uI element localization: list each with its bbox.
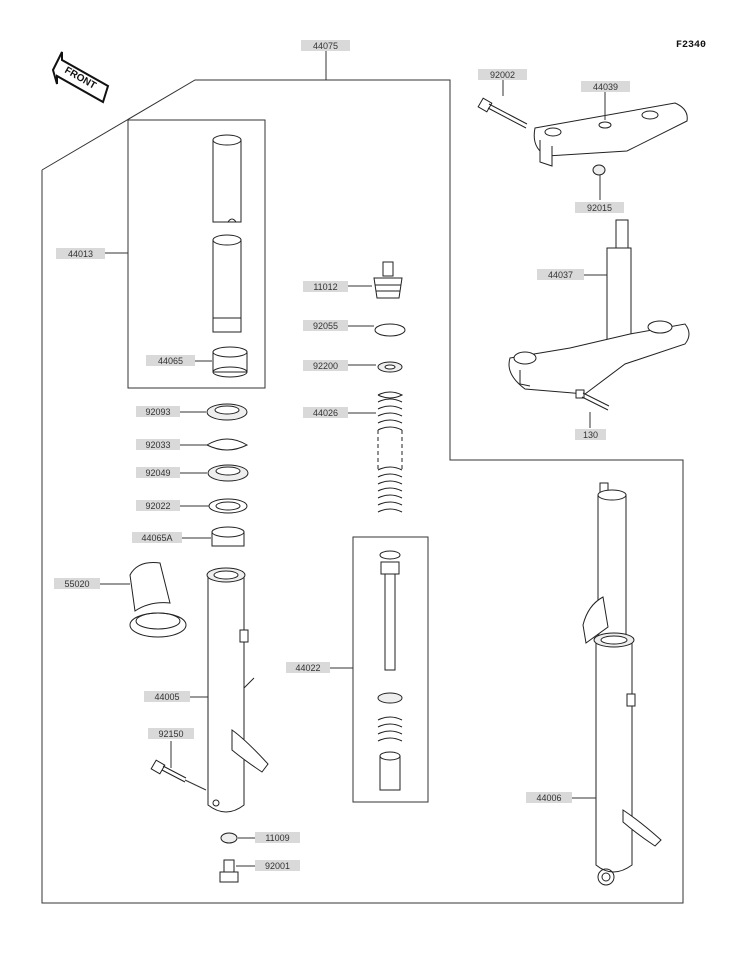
fork-inner-tube-drawing [212,134,242,333]
part-label-92200: 92200 [303,360,348,371]
part-label-44037: 44037 [537,269,584,280]
leader-lines [100,50,607,867]
svg-text:44065: 44065 [158,356,183,366]
part-label-130: 130 [575,429,606,440]
svg-text:44039: 44039 [593,82,618,92]
part-label-44026: 44026 [303,407,348,418]
right-fork-assembly-drawing [582,482,662,886]
svg-text:92093: 92093 [145,407,170,417]
svg-text:11009: 11009 [265,833,289,843]
part-label-44065: 44065 [146,355,195,366]
nut-92015-drawing [592,164,606,176]
bolt-92001-drawing [219,859,239,883]
part-label-44006: 44006 [526,792,572,803]
svg-text:44065A: 44065A [141,533,172,543]
part-label-44075: 44075 [301,40,350,51]
part-label-92033: 92033 [136,439,180,450]
svg-text:92150: 92150 [158,729,183,739]
svg-text:92001: 92001 [265,861,290,871]
part-label-92015: 92015 [575,202,624,213]
part-label-44005: 44005 [144,691,190,702]
part-label-44039: 44039 [581,81,630,92]
svg-text:44026: 44026 [313,408,338,418]
part-label-44022: 44022 [286,662,330,673]
damper-rod-drawing [377,550,403,791]
washer-11009-drawing [220,832,238,844]
o-ring-drawing [374,323,406,337]
part-label-92093: 92093 [136,406,180,417]
fork-spring-drawing [377,391,404,513]
svg-text:92033: 92033 [145,440,170,450]
bolt-92150-drawing [150,759,187,783]
svg-text:44022: 44022 [295,663,320,673]
seal-stack-drawing [206,403,249,547]
svg-text:92015: 92015 [587,203,612,213]
assembly-outline [41,79,684,904]
svg-text:92002: 92002 [490,70,515,80]
diagram-code: F2340 [676,40,706,51]
part-label-92055: 92055 [303,320,348,331]
part-label-44065A: 44065A [132,532,182,543]
part-label-92022: 92022 [136,500,180,511]
part-labels: 44075 92002 44039 92015 44013 44065 1101… [54,40,630,871]
svg-text:11012: 11012 [313,282,337,292]
part-label-11012: 11012 [303,281,348,292]
svg-text:92055: 92055 [313,321,338,331]
bolt-130-drawing [575,389,610,411]
upper-bracket-drawing [533,102,688,167]
steering-stem-drawing [508,219,690,395]
svg-text:44006: 44006 [536,793,561,803]
washer-92200-drawing [377,361,403,373]
bushing-drawing [212,346,248,378]
fork-guard-drawing [129,562,187,638]
inner-box-44022 [352,536,429,803]
svg-text:92200: 92200 [313,361,338,371]
svg-text:44005: 44005 [154,692,179,702]
part-label-92049: 92049 [136,467,180,478]
svg-text:44013: 44013 [68,249,93,259]
part-label-44013: 44013 [56,248,105,259]
svg-text:130: 130 [583,430,598,440]
svg-text:55020: 55020 [64,579,89,589]
part-label-11009: 11009 [255,832,300,843]
part-label-92001: 92001 [255,860,300,871]
front-arrow-icon: FRONT [51,51,110,104]
inner-box-44013 [127,119,266,389]
svg-text:92022: 92022 [145,501,170,511]
svg-text:44037: 44037 [548,270,573,280]
svg-text:92049: 92049 [145,468,170,478]
left-outer-tube-drawing [206,567,269,813]
bolt-92002-drawing [477,97,528,129]
svg-text:44075: 44075 [313,41,338,51]
part-label-92002: 92002 [478,69,527,80]
cap-bolt-drawing [373,261,403,299]
part-label-92150: 92150 [148,728,194,739]
part-label-55020: 55020 [54,578,100,589]
